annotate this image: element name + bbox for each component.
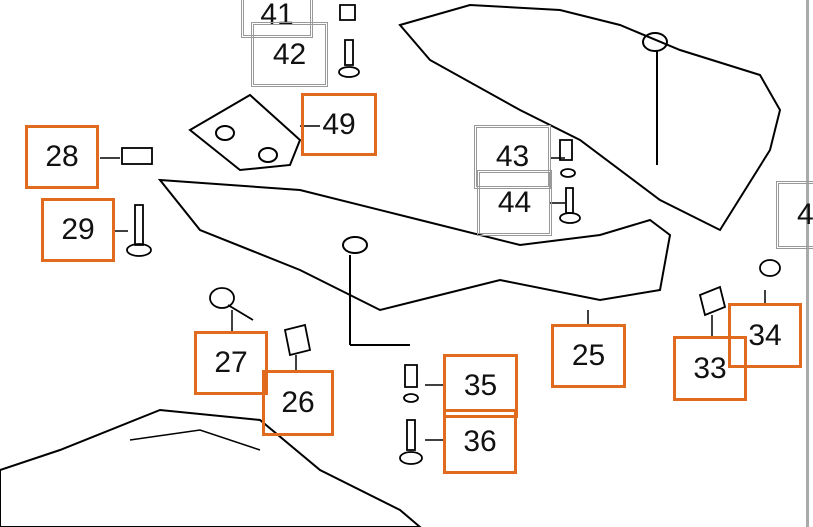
right-edge-divider	[806, 0, 809, 527]
lower-heat-shield	[0, 408, 422, 527]
callout-27[interactable]: 27	[194, 331, 268, 395]
upper-shield-part	[398, 3, 782, 232]
callout-28[interactable]: 28	[25, 125, 99, 189]
callout-29[interactable]: 29	[41, 198, 115, 262]
callout-36[interactable]: 36	[443, 409, 517, 474]
callout-41[interactable]: 41	[241, 0, 313, 38]
callout-34[interactable]: 34	[728, 303, 802, 368]
fasteners	[121, 4, 781, 465]
leader-lines	[100, 125, 766, 441]
callout-26[interactable]: 26	[262, 370, 334, 436]
callout-33[interactable]: 33	[673, 336, 747, 401]
callout-25[interactable]: 25	[551, 324, 626, 388]
callout-49[interactable]: 49	[301, 93, 377, 156]
underbody-panel-25	[157, 178, 672, 312]
callout-42[interactable]: 42	[251, 22, 328, 87]
bracket-part-49	[188, 93, 302, 172]
callout-35[interactable]: 35	[443, 354, 518, 418]
callout-43[interactable]: 43	[474, 125, 551, 189]
callout-44[interactable]: 44	[477, 170, 552, 236]
callout-partial[interactable]: 4	[776, 181, 813, 249]
